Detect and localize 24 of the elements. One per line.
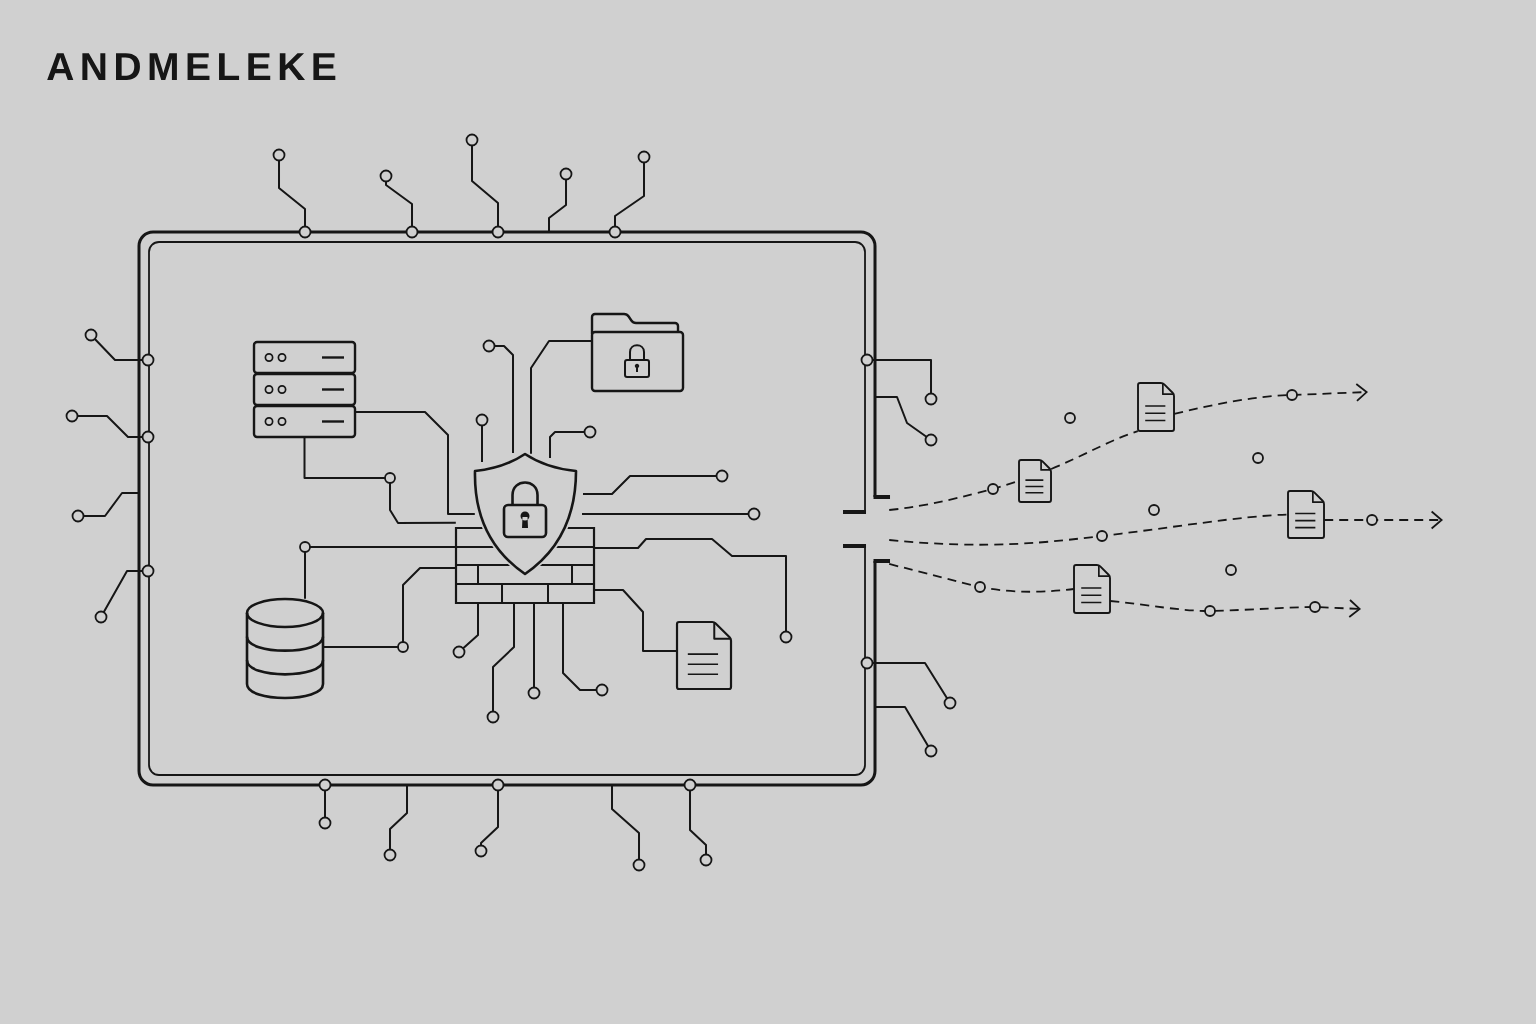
document-icon <box>1073 564 1111 614</box>
connector-line <box>303 436 457 524</box>
document-icon <box>1018 459 1052 503</box>
dashed-arrow <box>1323 510 1443 530</box>
rounded-frame <box>137 230 892 787</box>
connector-line <box>354 411 476 515</box>
dashed-arrow <box>1109 599 1361 618</box>
dashed-line <box>888 513 1289 546</box>
connector-line <box>530 340 593 455</box>
dashed-line <box>888 563 1075 593</box>
shield-lock-icon <box>472 451 579 577</box>
connector-line <box>322 567 457 648</box>
locked-folder-icon <box>590 312 685 393</box>
document-icon <box>1137 382 1175 432</box>
document-icon <box>675 620 733 691</box>
brick-wall-icon <box>454 526 596 605</box>
document-icon <box>1287 490 1325 539</box>
dashed-arrow <box>1173 383 1368 415</box>
title: ANDMELEKE <box>47 53 336 80</box>
connector-line <box>593 589 678 652</box>
connector-line <box>304 546 457 600</box>
server-icon <box>252 340 357 439</box>
dashed-line <box>1050 430 1139 470</box>
database-icon <box>245 597 325 700</box>
